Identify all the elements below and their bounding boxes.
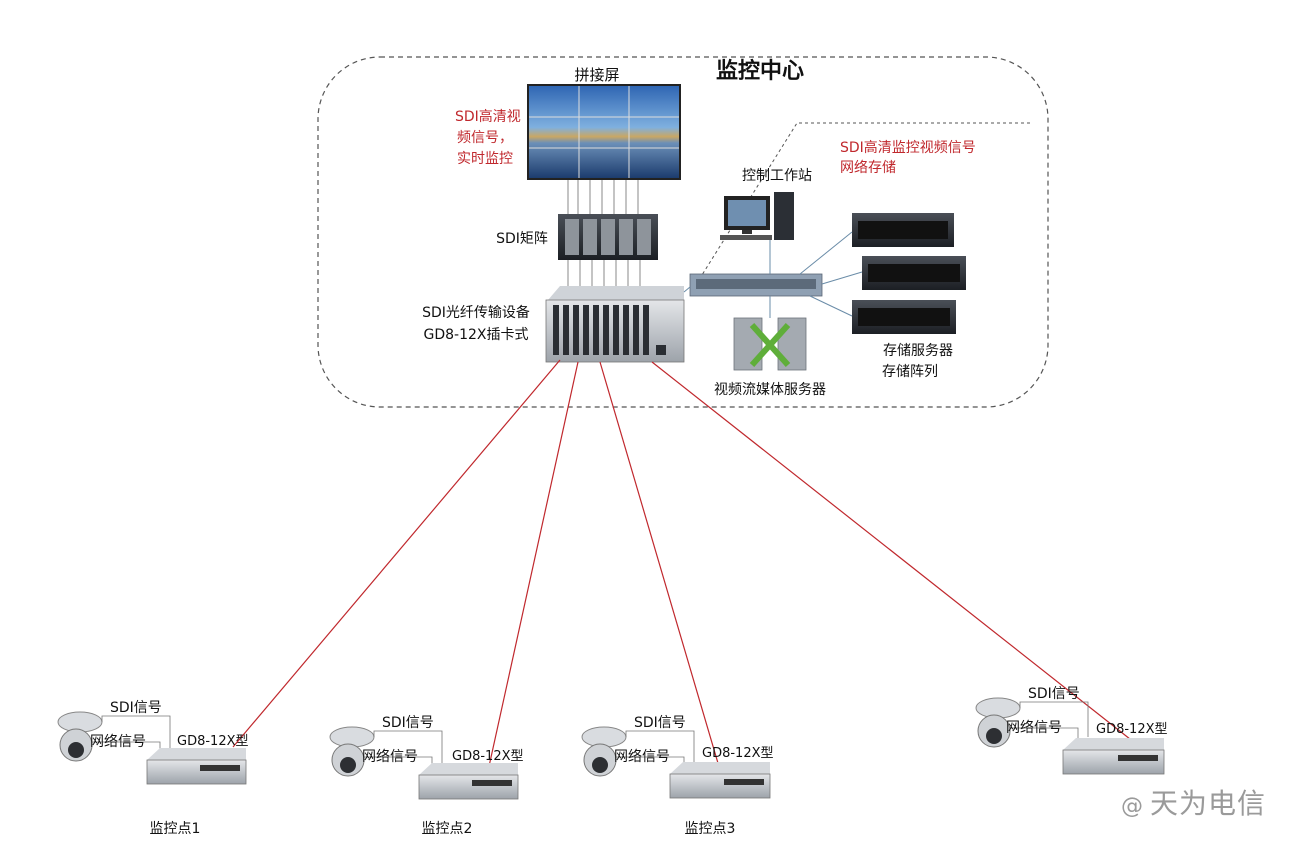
sdi-monitor-note-line3: 实时监控 (457, 151, 513, 167)
video-wall-label: 拼接屏 (574, 66, 619, 84)
site-1-sdi-label: SDI信号 (110, 700, 162, 716)
site-1-device (146, 748, 247, 785)
sdi-matrix (558, 214, 658, 260)
storage-note-line2: 网络存储 (840, 160, 896, 176)
storage-server-1 (852, 213, 954, 247)
watermark-text: 天为电信 (1149, 787, 1266, 820)
fiber-link-site-1 (232, 359, 561, 748)
site-4-sdi-label: SDI信号 (1028, 686, 1080, 702)
storage-label-line2: 存储阵列 (882, 364, 938, 380)
site-2-net-label: 网络信号 (362, 749, 418, 765)
fiber-link-site-4 (651, 361, 1136, 744)
site-3-device-label: GD8-12X型 (702, 746, 774, 761)
site-2-sdi-label: SDI信号 (382, 715, 434, 731)
site-1-device-label: GD8-12X型 (177, 734, 249, 749)
storage-server-2 (862, 256, 966, 290)
site-4-net-label: 网络信号 (1006, 720, 1062, 736)
fiber-transmission-chassis (545, 286, 685, 363)
at-icon: @ (1120, 794, 1144, 819)
workstation-label: 控制工作站 (742, 168, 812, 184)
camera-3 (581, 726, 627, 777)
site-2-name: 监控点2 (422, 821, 473, 837)
sdi-monitor-note-line1: SDI高清视 (455, 108, 521, 125)
fiber-link-site-3 (599, 361, 721, 771)
site-2-device-label: GD8-12X型 (452, 749, 524, 764)
workstation-computer (720, 192, 794, 240)
site-4-device (1062, 738, 1165, 775)
site-3: SDI信号 网络信号 GD8-12X型 监控点3 (581, 715, 774, 837)
camera-2 (329, 726, 375, 777)
monitoring-center-title: 监控中心 (716, 58, 804, 84)
wall-matrix-cables (567, 180, 639, 215)
site-1: SDI信号 网络信号 GD8-12X型 监控点1 (57, 700, 249, 837)
site-2-device (418, 763, 519, 800)
sdi-monitor-note-line2: 频信号， (457, 130, 513, 146)
network-switch (689, 273, 823, 297)
fiber-link-site-2 (485, 361, 579, 781)
fiber-equipment-label-line2: GD8-12X插卡式 (424, 327, 529, 343)
video-wall (527, 84, 681, 180)
watermark: @天为电信 (1121, 782, 1266, 822)
fiber-links (232, 359, 1136, 781)
storage-server-3 (852, 300, 956, 334)
media-server (733, 317, 807, 371)
site-3-sdi-label: SDI信号 (634, 715, 686, 731)
site-1-net-label: 网络信号 (90, 734, 146, 750)
camera-4 (975, 697, 1021, 748)
fiber-equipment-label-line1: SDI光纤传输设备 (422, 304, 530, 321)
switch-storage-cables (799, 231, 863, 317)
site-4: SDI信号 网络信号 GD8-12X型 (975, 686, 1168, 775)
sdi-matrix-label: SDI矩阵 (496, 231, 548, 247)
site-3-device (669, 762, 771, 799)
chassis-switch-cable (683, 286, 691, 293)
storage-label-line1: 存储服务器 (883, 343, 953, 359)
storage-note-line1: SDI高清监控视频信号 (840, 139, 976, 156)
site-1-name: 监控点1 (150, 821, 201, 837)
site-3-name: 监控点3 (685, 821, 736, 837)
site-3-net-label: 网络信号 (614, 749, 670, 765)
camera-1 (57, 711, 103, 762)
site-4-device-label: GD8-12X型 (1096, 722, 1168, 737)
media-server-label: 视频流媒体服务器 (714, 382, 826, 398)
site-2: SDI信号 网络信号 GD8-12X型 监控点2 (329, 715, 524, 837)
